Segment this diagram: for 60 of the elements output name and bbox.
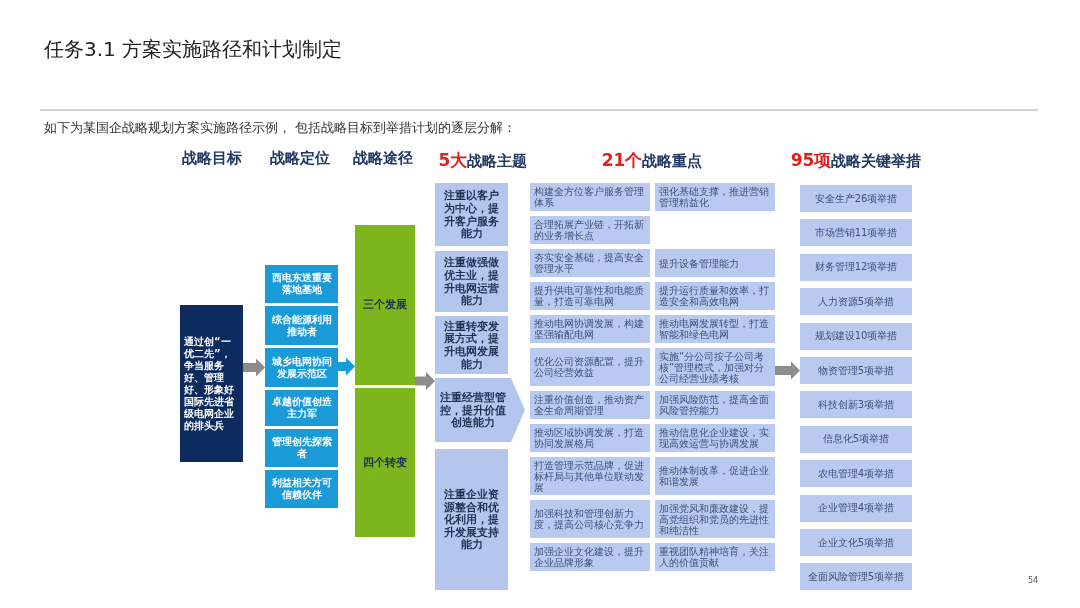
- column-header: 5大战略主题: [438, 149, 528, 172]
- priority-box: 加强党风和廉政建设，提高党组织和党员的先进性和纯洁性: [655, 500, 775, 538]
- positioning-box: 卓越价值创造主力军: [265, 390, 338, 426]
- priority-box: 提升供电可靠性和电能质量，打造可靠电网: [530, 282, 650, 310]
- priority-box: 打造管理示范品牌，促进标杆局与其他单位联动发展: [530, 457, 650, 495]
- priority-box: 合理拓展产业链，开拓新的业务增长点: [530, 216, 650, 244]
- measure-box: 市场营销11项举措: [800, 219, 912, 247]
- priority-box: 推动区域协调发展，打造协同发展格局: [530, 424, 650, 452]
- priority-box: 推动体制改革，促进企业和谐发展: [655, 457, 775, 495]
- positioning-box: 西电东送重要落地基地: [265, 265, 338, 303]
- theme-box: 注重做强做优主业，提升电网运营能力: [435, 251, 508, 312]
- measure-box: 物资管理5项举措: [800, 357, 912, 384]
- theme-box: 注重以客户为中心，提升客户服务能力: [435, 183, 508, 246]
- goal-box: 通过创“一优二先”，争当服务好、管理好、形象好国际先进省级电网企业的排头兵: [180, 305, 243, 462]
- priority-box: 重视团队精神培育，关注人的价值贡献: [655, 543, 775, 571]
- positioning-box: 管理创先探索者: [265, 429, 338, 467]
- priority-box: 加强企业文化建设，提升企业品牌形象: [530, 543, 650, 571]
- positioning-box: 利益相关方可信赖伙伴: [265, 470, 338, 508]
- priority-box: 提升运行质量和效率，打造安全和高效电网: [655, 282, 775, 310]
- arrow: [415, 372, 435, 390]
- arrow: [243, 358, 265, 377]
- arrow: [775, 361, 800, 380]
- column-header: 95项战略关键举措: [790, 149, 922, 172]
- theme-box: 注重企业资源整合和优化利用，提升发展支持能力: [435, 449, 508, 590]
- priority-box: 注重价值创造，推动资产全生命周期管理: [530, 391, 650, 419]
- positioning-box: 城乡电网协同发展示范区: [265, 348, 338, 387]
- priority-box: 实施“分公司按子公司考核”管理模式，加强对分公司经营业绩考核: [655, 348, 775, 386]
- arrow: [338, 357, 355, 376]
- measure-box: 规划建设10项举措: [800, 322, 912, 350]
- page-title: 任务3.1 方案实施路径和计划制定: [44, 36, 343, 63]
- priority-box: 加强科技和管理创新力度，提高公司核心竞争力: [530, 500, 650, 538]
- measure-box: 财务管理12项举措: [800, 253, 912, 281]
- priority-box: 推动电网协调发展，构建坚强输配电网: [530, 315, 650, 343]
- page-number: 54: [1028, 576, 1039, 585]
- column-header: 战略定位: [270, 149, 330, 168]
- path-box: 四个转变: [355, 388, 415, 537]
- column-header: 战略途径: [353, 149, 413, 168]
- path-box: 三个发展: [355, 225, 415, 385]
- priority-box: 夯实安全基础，提高安全管理水平: [530, 249, 650, 277]
- theme-box: 注重转变发展方式，提升电网发展能力: [435, 316, 508, 374]
- measure-box: 安全生产26项举措: [800, 185, 912, 212]
- measure-box: 科技创新3项举措: [800, 391, 912, 419]
- column-header: 战略目标: [182, 149, 242, 168]
- priority-box: 构建全方位客户服务管理体系: [530, 183, 650, 211]
- priority-box: 提升设备管理能力: [655, 249, 775, 277]
- priority-box: 强化基础支撑，推进营销管理精益化: [655, 183, 775, 211]
- column-header: 21个战略重点: [601, 149, 703, 172]
- measure-box: 企业文化5项举措: [800, 529, 912, 556]
- measure-box: 全面风险管理5项举措: [800, 563, 912, 591]
- theme-box: 注重经营型管控，提升价值创造能力: [435, 378, 525, 442]
- priority-box: 推动电网发展转型，打造智能和绿色电网: [655, 315, 775, 343]
- priority-box: 加强风险防范，提高全面风险管控能力: [655, 391, 775, 419]
- intro-text: 如下为某国企战略规划方案实施路径示例， 包括战略目标到举措计划的逐层分解：: [44, 120, 516, 137]
- measure-box: 农电管理4项举措: [800, 460, 912, 488]
- measure-box: 人力资源5项举措: [800, 288, 912, 316]
- priority-box: 推动信息化企业建设，实现高效运营与协调发展: [655, 424, 775, 452]
- measure-box: 信息化5项举措: [800, 425, 912, 453]
- positioning-box: 综合能源利用推动者: [265, 306, 338, 345]
- measure-box: 企业管理4项举措: [800, 494, 912, 522]
- priority-box: 优化公司资源配置，提升公司经营效益: [530, 348, 650, 386]
